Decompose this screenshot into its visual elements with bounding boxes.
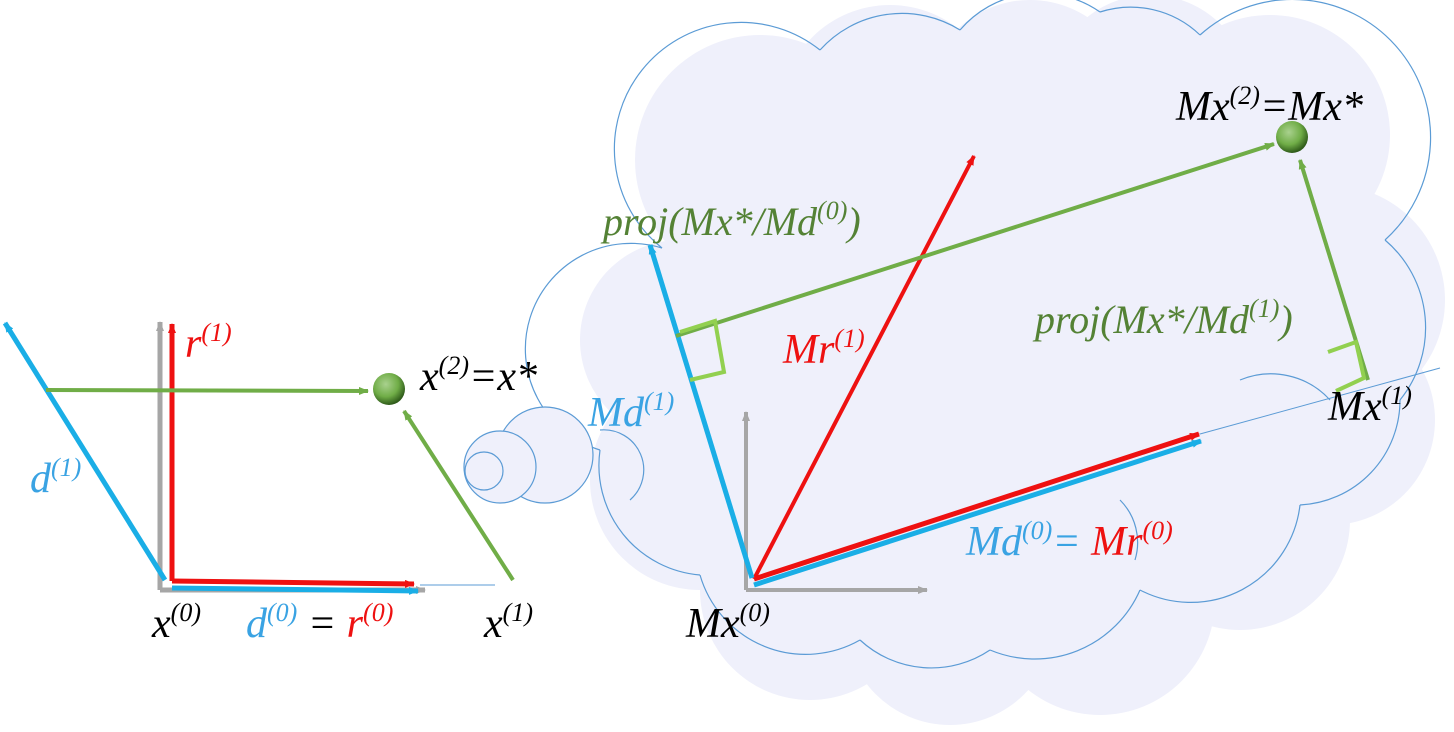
r0-vector [171, 578, 415, 588]
right-diagram [647, 121, 1441, 594]
label-x2-eq-xstar: x(2)=x* [419, 351, 537, 400]
label-d1: d(1) [30, 453, 81, 502]
label-x0: x(0) [151, 598, 201, 647]
left-green-arrow-top [45, 386, 369, 395]
d1-vector [2, 321, 168, 582]
label-Mx0: Mx(0) [685, 598, 770, 647]
Md1-vector [647, 244, 755, 579]
right-angle-marker-1 [679, 318, 727, 382]
Mr1-vector [752, 155, 976, 580]
label-proj-Md0: proj(Mx*/Md(0)) [600, 196, 861, 244]
label-Md0-eq-Mr0: Md(0)= Mr(0) [965, 516, 1173, 565]
thought-bubble-small [464, 451, 504, 491]
label-d0-eq-r0: d(0) = r(0) [246, 598, 393, 647]
label-r1: r(1) [185, 318, 232, 367]
label-x1: x(1) [483, 598, 533, 647]
Mx-star-point [1276, 121, 1308, 153]
proj-Md0-arrow [675, 142, 1275, 338]
left-diagram [2, 321, 515, 595]
thought-cloud [463, 0, 1445, 725]
right-extension-line [1199, 367, 1441, 435]
right-angle-marker-2 [1327, 339, 1367, 393]
label-proj-Md1: proj(Mx*/Md(1)) [1032, 294, 1293, 342]
label-Mr1: Mr(1) [782, 324, 865, 373]
Mr0-vector [753, 431, 1200, 582]
d0-vector [171, 585, 419, 595]
left-green-arrow-x1 [402, 409, 515, 582]
x-star-point [373, 373, 405, 405]
label-Mx2-eq-Mxstar: Mx(2)=Mx* [1175, 81, 1363, 130]
label-Mx1: Mx(1) [1327, 381, 1412, 430]
Md0-vector [753, 438, 1202, 588]
label-Md1: Md(1) [587, 387, 674, 436]
